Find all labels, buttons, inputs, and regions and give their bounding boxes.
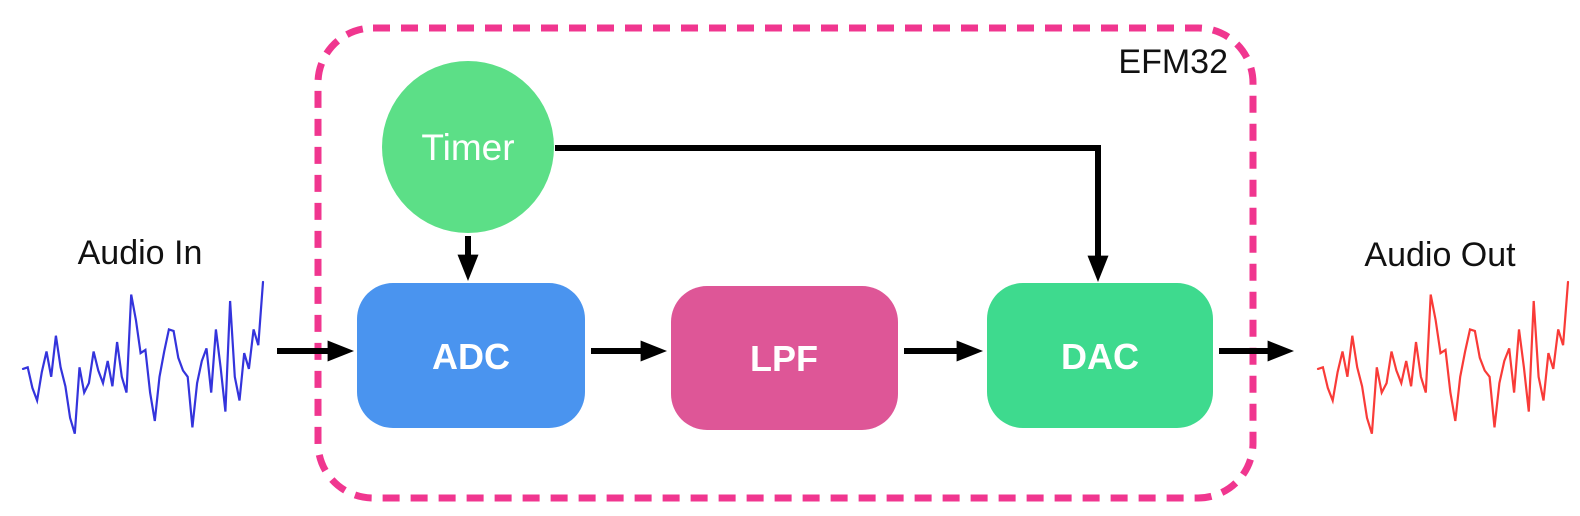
lpf-node-label: LPF (750, 338, 818, 379)
audio-out-label: Audio Out (1364, 236, 1516, 274)
timer-node (382, 61, 554, 233)
dac-node-label: DAC (1061, 336, 1139, 377)
efm32-boundary (314, 24, 1257, 502)
audio-out-waveform (1316, 280, 1570, 435)
lpf-node (671, 286, 898, 430)
audio-in-label: Audio In (78, 234, 203, 272)
efm32-label: EFM32 (1118, 43, 1228, 81)
dac-node (987, 283, 1213, 428)
arrow-group (277, 145, 1294, 362)
audio-in-waveform (21, 280, 265, 435)
timer-node-label: Timer (421, 127, 514, 168)
adc-node (357, 283, 585, 428)
adc-node-label: ADC (432, 336, 510, 377)
arrow-timer-to-dac (555, 145, 1109, 282)
